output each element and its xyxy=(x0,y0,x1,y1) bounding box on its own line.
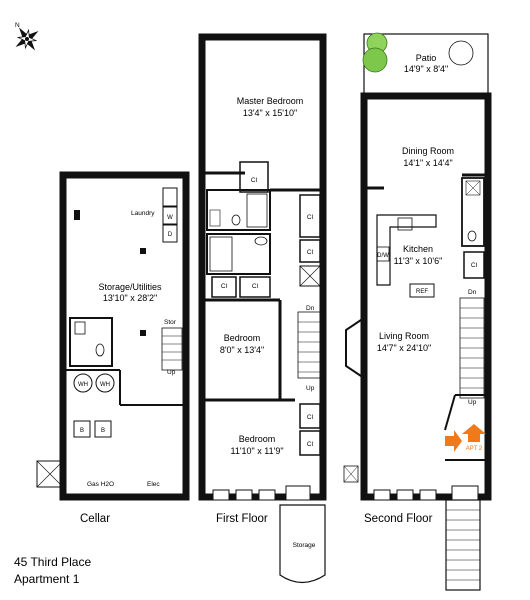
dining-room-dims: 14'1" x 14'4" xyxy=(403,158,452,168)
master-bedroom-dims: 13'4" x 15'10" xyxy=(243,108,297,118)
kitchen-dims: 11'3" x 10'6" xyxy=(394,256,443,266)
apartment-text: Apartment 1 xyxy=(14,572,80,586)
closet-label: Cl xyxy=(307,414,314,421)
cellar-storage-dims: 13'10" x 28'2" xyxy=(103,293,157,303)
cellar-stor-label: Stor xyxy=(164,319,177,326)
closet-label: Cl xyxy=(252,283,259,290)
master-bedroom-name: Master Bedroom xyxy=(237,96,304,106)
cellar-up-label: Up xyxy=(167,369,176,376)
first-floor-down-label: Dn xyxy=(306,305,315,312)
patio-dims: 14'9" x 8'4" xyxy=(404,64,448,74)
storage-label: Storage xyxy=(293,542,316,549)
second-floor-down-label: Dn xyxy=(468,289,477,296)
apt-1-arrow-icon xyxy=(445,430,462,452)
second-floor-up-label: Up xyxy=(468,399,477,406)
apt-2-label: APT 2 xyxy=(466,446,483,452)
cellar-caption: Cellar xyxy=(80,513,110,525)
second-floor-caption: Second Floor xyxy=(364,513,433,525)
closet-label: Cl xyxy=(251,177,258,184)
boiler-1-label: B xyxy=(80,428,84,434)
dishwasher-label: D/W xyxy=(377,253,389,259)
bedroom-2-dims: 11'10" x 11'9" xyxy=(230,446,283,456)
living-room-dims: 14'7" x 24'10" xyxy=(377,343,431,353)
elec-label: Elec xyxy=(147,481,160,488)
closet-label: Cl xyxy=(307,249,314,256)
cellar-laundry-label: Laundry xyxy=(131,210,155,217)
patio-name: Patio xyxy=(416,53,437,63)
closet-label: Cl xyxy=(307,441,314,448)
north-label: N xyxy=(15,22,20,29)
water-heater-1-label: WH xyxy=(78,382,88,388)
gas-h2o-label: Gas H2O xyxy=(87,481,114,488)
kitchen-name: Kitchen xyxy=(403,244,433,254)
living-room-name: Living Room xyxy=(379,331,429,341)
water-heater-2-label: WH xyxy=(100,382,110,388)
dining-room-name: Dining Room xyxy=(402,146,454,156)
closet-label: Cl xyxy=(307,214,314,221)
closet-label: Cl xyxy=(221,283,228,290)
bedroom-1-dims: 8'0" x 13'4" xyxy=(220,345,264,355)
compass-rose-icon xyxy=(15,27,39,51)
bedroom-1-name: Bedroom xyxy=(224,333,261,343)
address-text: 45 Third Place xyxy=(14,555,91,569)
cellar-plan xyxy=(36,171,190,501)
cellar-storage-name: Storage/Utilities xyxy=(98,282,162,292)
second-floor-plan xyxy=(343,32,492,591)
closet-label: Cl xyxy=(471,262,478,269)
refrigerator-label: REF xyxy=(416,289,428,295)
apt-2-arrow-icon xyxy=(462,424,486,442)
first-floor-up-label: Up xyxy=(306,385,315,392)
first-floor-caption: First Floor xyxy=(216,513,268,525)
dryer-label: D xyxy=(168,232,173,238)
boiler-2-label: B xyxy=(101,428,105,434)
washer-label: W xyxy=(167,215,173,221)
first-floor-plan xyxy=(198,33,327,584)
bedroom-2-name: Bedroom xyxy=(239,434,276,444)
